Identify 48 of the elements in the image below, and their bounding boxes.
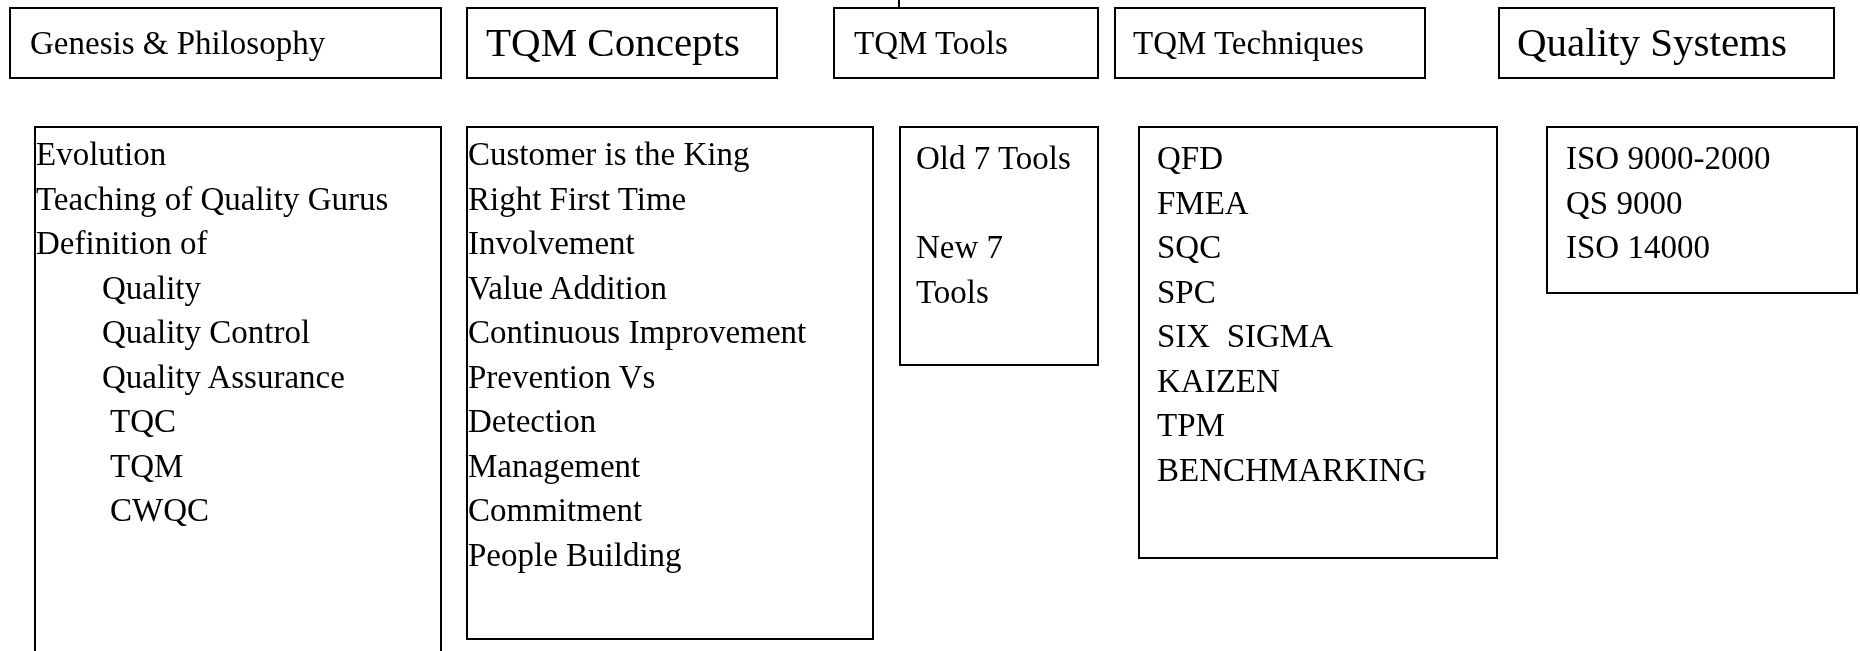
list-item: KAIZEN	[1157, 361, 1280, 401]
category-heading: Genesis & Philosophy	[30, 24, 326, 62]
list-box	[1546, 126, 1858, 294]
list-item: ISO 9000-2000	[1566, 139, 1771, 178]
list-box	[34, 126, 442, 651]
list-item: People Building	[468, 535, 682, 575]
list-box	[899, 126, 1099, 366]
list-item: SQC	[1157, 228, 1222, 267]
list-item: TQC	[110, 402, 176, 441]
list-item: TPM	[1157, 406, 1225, 445]
category-heading: Quality Systems	[1517, 20, 1787, 66]
list-item: TQM	[110, 446, 184, 486]
connector-line	[898, 0, 900, 8]
list-item: Value Addition	[468, 268, 667, 308]
list-item: QS 9000	[1566, 183, 1683, 223]
category-box	[466, 7, 778, 79]
list-item: CWQC	[110, 491, 209, 530]
list-item: Quality Assurance	[102, 357, 345, 397]
list-item: Continuous Improvement	[468, 313, 807, 352]
list-item: Customer is the King	[468, 135, 750, 174]
list-item: Right First Time	[468, 179, 687, 219]
list-item: SIX SIGMA	[1157, 317, 1334, 356]
list-item: ISO 14000	[1566, 228, 1710, 267]
list-item: Quality	[102, 268, 201, 308]
category-box	[9, 7, 442, 79]
list-item: Commitment	[468, 491, 643, 530]
list-item: New 7 Tools	[916, 228, 1005, 312]
list-item: Evolution	[36, 135, 167, 174]
list-item: SPC	[1157, 272, 1216, 312]
list-item: Quality Control	[102, 313, 311, 352]
category-box	[1498, 7, 1835, 79]
list-item: QFD	[1157, 139, 1224, 178]
list-item: Definition of	[36, 224, 208, 263]
list-item: Involvement	[468, 224, 635, 263]
list-item: FMEA	[1157, 183, 1249, 223]
list-box	[1138, 126, 1498, 559]
list-item: Prevention Vs	[468, 357, 656, 397]
list-box	[466, 126, 874, 640]
category-heading: TQM Concepts	[486, 20, 740, 66]
list-item: Old 7 Tools	[916, 139, 1071, 178]
list-item: Management	[468, 446, 641, 486]
category-heading: TQM Tools	[854, 24, 1008, 62]
category-box	[1114, 7, 1426, 79]
list-item: BENCHMARKING	[1157, 450, 1427, 490]
list-item: Detection	[468, 402, 597, 441]
category-heading: TQM Techniques	[1133, 24, 1364, 62]
category-box	[833, 7, 1099, 79]
list-item: Teaching of Quality Gurus	[36, 179, 389, 219]
